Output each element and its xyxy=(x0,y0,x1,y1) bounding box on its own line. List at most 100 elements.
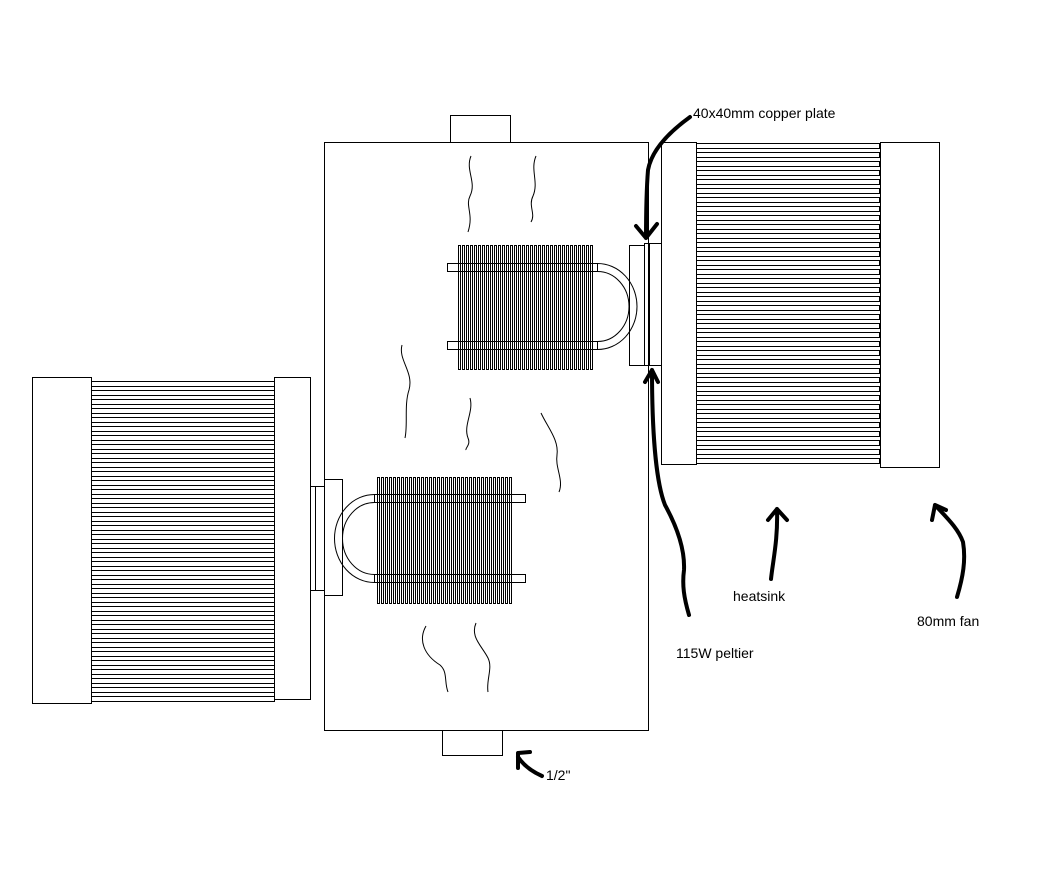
heatsink-fin xyxy=(696,224,880,230)
heatsink-fin xyxy=(465,477,468,604)
heatsink-fin xyxy=(425,477,428,604)
heatsink-fin xyxy=(381,477,384,604)
heatsink-fin xyxy=(397,477,400,604)
fan-left xyxy=(32,377,92,704)
heatsink-fin xyxy=(393,477,396,604)
heatsink-fin xyxy=(497,477,500,604)
heatsink-fin xyxy=(489,477,492,604)
heatsink-fin xyxy=(696,377,880,383)
heatsink-fin xyxy=(696,152,880,158)
heatsink-fin xyxy=(501,477,504,604)
heatsink-fin xyxy=(91,471,275,477)
heatsink-fin xyxy=(481,477,484,604)
label-copper-plate: 40x40mm copper plate xyxy=(693,105,836,121)
heatsink-fin xyxy=(470,245,473,370)
copper-plate-left xyxy=(315,486,325,591)
heatsink-fin xyxy=(462,245,465,370)
heatsink-fin xyxy=(91,435,275,441)
heatsink-fin xyxy=(91,687,275,693)
heatsink-fin xyxy=(445,477,448,604)
heatsink-fin xyxy=(586,245,589,370)
heatsink-fin xyxy=(417,477,420,604)
heatsink-fin xyxy=(389,477,392,604)
heatsink-fin xyxy=(696,431,880,437)
heatsink-fin xyxy=(510,245,513,370)
heatsink-fin xyxy=(696,458,880,464)
heatsink-fin xyxy=(696,143,880,149)
heatsink-fin xyxy=(696,395,880,401)
heatsink-fin xyxy=(385,477,388,604)
heatsink-fin xyxy=(696,287,880,293)
heatsink-fin xyxy=(482,245,485,370)
arrow-copper-plate xyxy=(634,115,692,240)
heatsink-fin xyxy=(433,477,436,604)
heatsink-fin xyxy=(91,408,275,414)
heatsink-fin xyxy=(91,462,275,468)
heatsink-fin xyxy=(530,245,533,370)
heatsink-fin xyxy=(696,278,880,284)
heatsink-fin xyxy=(409,477,412,604)
heatsink-fin xyxy=(696,314,880,320)
heatsink-fin xyxy=(546,245,549,370)
heatsink-fin xyxy=(91,651,275,657)
heatsink-fin xyxy=(696,359,880,365)
label-heatsink: heatsink xyxy=(733,588,786,604)
heatsink-fin xyxy=(91,525,275,531)
heatsink-fin xyxy=(558,245,561,370)
heatsink-fin xyxy=(473,477,476,604)
heatsink-fin xyxy=(696,179,880,185)
heatsink-left-fins xyxy=(91,381,275,702)
heatsink-fin xyxy=(582,245,585,370)
heatsink-fin xyxy=(578,245,581,370)
heatsink-fin xyxy=(522,245,525,370)
heatsink-fin xyxy=(91,381,275,387)
heatsink-fin xyxy=(477,477,480,604)
heatsink-fin xyxy=(91,399,275,405)
heatsink-fin xyxy=(494,245,497,370)
heatsink-fin xyxy=(457,477,460,604)
heatsink-fin xyxy=(405,477,408,604)
heatsink-fin xyxy=(526,245,529,370)
heatsink-fin xyxy=(509,477,512,604)
heatsink-fin xyxy=(498,245,501,370)
heatsink-fin xyxy=(91,570,275,576)
heatsink-fin xyxy=(478,245,481,370)
internal-heatsink-upper xyxy=(447,245,645,370)
heatsink-fin xyxy=(534,245,537,370)
heatsink-fin xyxy=(696,332,880,338)
label-fan: 80mm fan xyxy=(917,613,980,629)
annotation-arrows xyxy=(516,115,967,778)
heatsink-fin xyxy=(91,660,275,666)
heatsink-fin xyxy=(91,543,275,549)
heatsink-fin xyxy=(91,516,275,522)
heatsink-fin xyxy=(429,477,432,604)
heatsink-fin xyxy=(377,477,380,604)
heatsink-fin xyxy=(474,245,477,370)
pipe-connector-top xyxy=(450,115,511,143)
heatsink-fin xyxy=(469,477,472,604)
label-peltier: 115W peltier xyxy=(676,645,754,661)
heatsink-fin xyxy=(453,477,456,604)
heatsink-fin xyxy=(91,426,275,432)
heatsink-fin xyxy=(696,161,880,167)
heatsink-fin xyxy=(91,552,275,558)
heatsink-fin xyxy=(506,245,509,370)
heatsink-fin xyxy=(696,269,880,275)
heat-flow-lines xyxy=(400,155,562,693)
heatsink-fin xyxy=(696,386,880,392)
heatsink-fin xyxy=(91,624,275,630)
heatsink-fin xyxy=(696,440,880,446)
heatsink-fin xyxy=(413,477,416,604)
heatsink-fin xyxy=(91,579,275,585)
heatsink-fin xyxy=(490,245,493,370)
arrow-peltier xyxy=(643,368,691,617)
heatsink-left-base xyxy=(274,377,311,700)
heatsink-fin xyxy=(514,245,517,370)
heatsink-fin xyxy=(696,404,880,410)
heatsink-fin xyxy=(91,534,275,540)
heatsink-fin xyxy=(574,245,577,370)
heatsink-fin xyxy=(91,507,275,513)
heatsink-fin xyxy=(437,477,440,604)
